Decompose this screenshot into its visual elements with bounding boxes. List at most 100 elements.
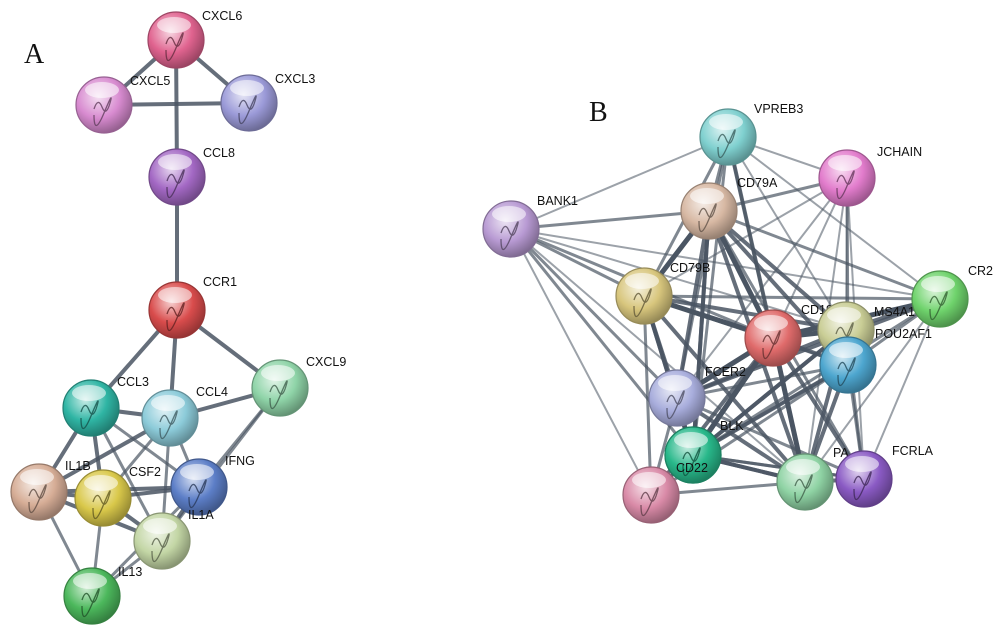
node-label-fcer2: FCER2 (705, 365, 746, 379)
node-label-cd22: CD22 (676, 461, 708, 475)
node-cxcl9[interactable]: CXCL9 (251, 355, 346, 417)
node-highlight (73, 573, 107, 589)
edge-bank1-cr2 (510, 228, 941, 300)
node-highlight (20, 469, 54, 485)
node-highlight (261, 365, 295, 381)
structure-glyph-icon (269, 380, 288, 410)
node-label-cd79a: CD79A (737, 176, 778, 190)
node-highlight (492, 206, 526, 222)
structure-glyph-icon (836, 170, 855, 200)
node-cd22[interactable]: CD22 (664, 426, 722, 484)
structure-glyph-icon (698, 203, 717, 233)
node-label-fcrla: FCRLA (892, 444, 934, 458)
structure-glyph-icon (794, 474, 813, 504)
node-label-vpreb3: VPREB3 (754, 102, 803, 116)
node-fcrla[interactable]: FCRLA (835, 444, 934, 508)
node-ccr1[interactable]: CCR1 (148, 275, 237, 339)
node-highlight (84, 475, 118, 491)
edge-cd79b-ms4a1 (642, 294, 848, 332)
node-ifng[interactable]: IFNG (170, 454, 255, 516)
node-highlight (754, 315, 788, 331)
node-pink[interactable] (622, 466, 680, 524)
node-label-il13: IL13 (118, 565, 142, 579)
structure-glyph-icon (93, 97, 112, 127)
edge-bank1-fcer2 (509, 227, 679, 400)
structure-glyph-icon (500, 221, 519, 251)
edge-vpreb3-bank1 (510, 136, 729, 230)
node-label-cd79b: CD79B (670, 261, 710, 275)
node-label-ms4a1: MS4A1 (874, 305, 915, 319)
node-label-cxcl9: CXCL9 (306, 355, 346, 369)
node-highlight (827, 307, 861, 323)
node-il13[interactable]: IL13 (63, 565, 142, 625)
node-label-cxcl6: CXCL6 (202, 9, 242, 23)
node-fcer2[interactable]: FCER2 (648, 365, 746, 427)
edge-bank1-cd79a (509, 209, 711, 231)
node-cd19[interactable]: CD19 (744, 303, 833, 367)
node-ccl8[interactable]: CCL8 (148, 146, 235, 206)
edge-ms4a1-cd22 (691, 328, 848, 457)
node-il1b[interactable]: IL1B (10, 459, 91, 521)
edge-cd79b-pink (642, 294, 653, 497)
node-label-cxcl3: CXCL3 (275, 72, 315, 86)
structure-glyph-icon (640, 487, 659, 517)
node-vpreb3[interactable]: VPREB3 (699, 102, 803, 166)
node-il1a[interactable]: IL1A (133, 508, 214, 570)
node-csf2[interactable]: CSF2 (74, 465, 161, 527)
node-cxcl3[interactable]: CXCL3 (220, 72, 315, 132)
node-highlight (625, 273, 659, 289)
node-highlight (828, 155, 862, 171)
node-highlight (786, 459, 820, 475)
node-label-cr2: CR2 (968, 264, 993, 278)
node-highlight (158, 287, 192, 303)
node-cd79a[interactable]: CD79A (680, 176, 778, 240)
node-label-csf2: CSF2 (129, 465, 161, 479)
node-cd79b[interactable]: CD79B (615, 261, 710, 325)
structure-glyph-icon (682, 447, 701, 477)
structure-glyph-icon (159, 410, 178, 440)
node-highlight (921, 276, 955, 292)
structure-glyph-icon (188, 479, 207, 509)
edge-cd79a-cr2 (707, 209, 942, 301)
structure-glyph-icon (238, 95, 257, 125)
structure-glyph-icon (166, 302, 185, 332)
edge-cd79b-cr2 (642, 294, 942, 301)
structure-glyph-icon (92, 490, 111, 520)
node-cr2[interactable]: CR2 (911, 264, 993, 328)
node-bank1[interactable]: BANK1 (482, 194, 578, 258)
structure-glyph-icon (80, 400, 99, 430)
structure-glyph-icon (165, 32, 184, 62)
node-cxcl6[interactable]: CXCL6 (147, 9, 242, 69)
edge-jchain-cd79b (643, 177, 848, 297)
node-label-pax5: PA (833, 446, 849, 460)
edge-fcer2-fcrla (675, 396, 866, 481)
node-jchain[interactable]: JCHAIN (818, 145, 922, 207)
panel-b-label: B (589, 97, 608, 128)
node-cxcl5[interactable]: CXCL5 (75, 74, 170, 134)
node-highlight (632, 472, 666, 488)
node-highlight (829, 342, 863, 358)
node-highlight (85, 82, 119, 98)
node-ccl4[interactable]: CCL4 (141, 385, 228, 447)
structure-glyph-icon (81, 588, 100, 618)
node-highlight (157, 17, 191, 33)
edge-bank1-ms4a1 (510, 228, 847, 331)
structure-glyph-icon (853, 471, 872, 501)
structure-glyph-icon (151, 533, 170, 563)
edge-bank1-pink (510, 228, 652, 496)
node-highlight (143, 518, 177, 534)
node-label-ccl4: CCL4 (196, 385, 228, 399)
structure-glyph-icon (166, 169, 185, 199)
edge-cd22-fcrla (691, 453, 866, 481)
node-pou2af1[interactable]: POU2AF1 (819, 327, 932, 394)
node-label-ccr1: CCR1 (203, 275, 237, 289)
node-highlight (658, 375, 692, 391)
node-pax5[interactable]: PA (776, 446, 849, 511)
structure-glyph-icon (762, 330, 781, 360)
node-ccl3[interactable]: CCL3 (62, 375, 149, 437)
